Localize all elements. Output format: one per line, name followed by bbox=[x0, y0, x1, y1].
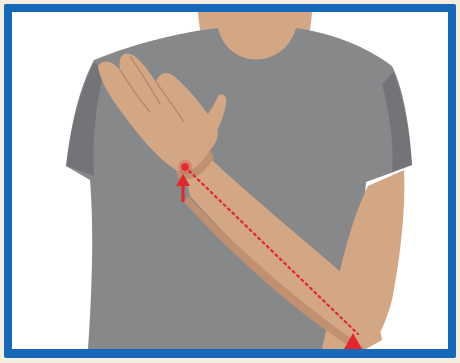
dot-marker-glow bbox=[178, 160, 192, 174]
figure-clip-group bbox=[66, 12, 412, 349]
